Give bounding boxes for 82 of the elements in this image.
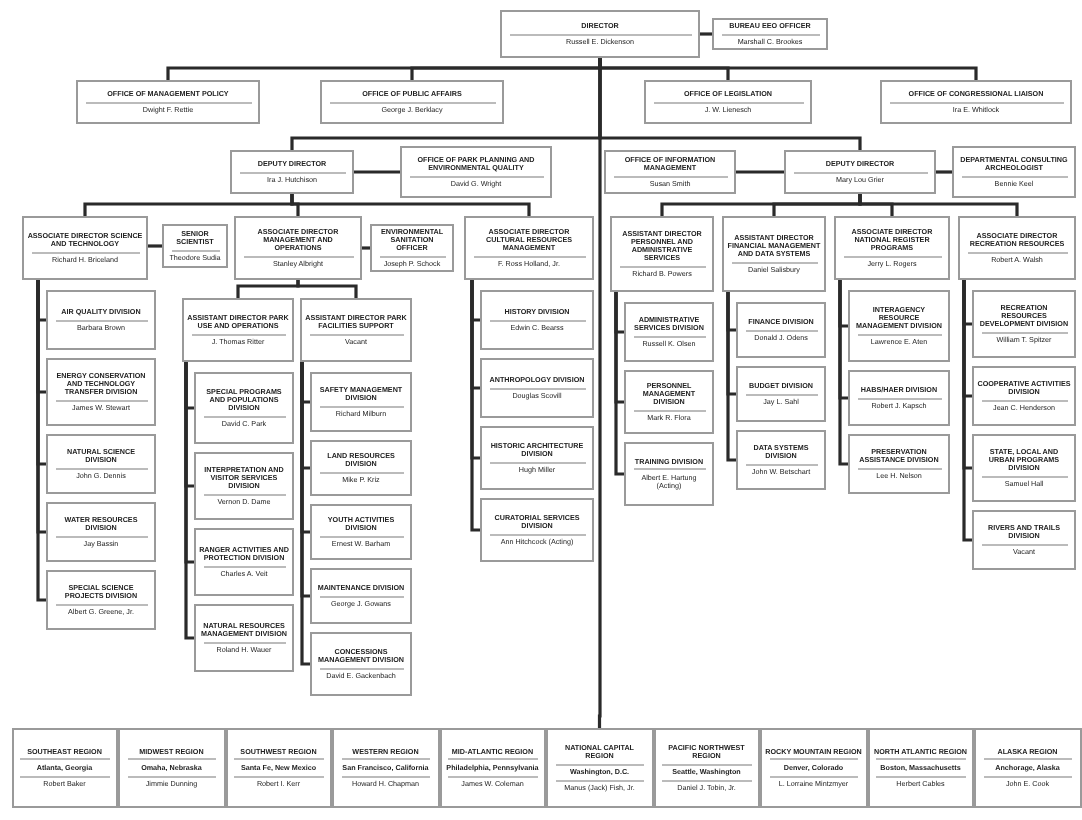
org-box: [784, 150, 936, 194]
org-box: [46, 358, 156, 426]
org-box: [736, 366, 826, 422]
connector-line: [362, 246, 370, 250]
connector-line: [700, 32, 712, 36]
org-box: [712, 18, 828, 50]
org-box: [624, 442, 714, 506]
region-cell: [546, 728, 653, 808]
connector-line: [736, 170, 784, 174]
org-box: [46, 434, 156, 494]
connector-line: [962, 280, 972, 542]
org-box: [480, 498, 594, 562]
org-box: [644, 80, 812, 124]
org-box: [624, 302, 714, 362]
region-cell: [974, 728, 1081, 808]
connector-line: [184, 362, 194, 640]
connector-line: [936, 170, 952, 174]
region-cell: [11, 728, 118, 808]
connector-line: [726, 292, 736, 462]
org-box: [624, 370, 714, 434]
org-box: [958, 216, 1076, 280]
connector-line: [838, 280, 848, 466]
org-box: [722, 216, 826, 292]
org-box: [848, 434, 950, 494]
connector-line: [858, 194, 1019, 216]
org-box: [230, 150, 354, 194]
org-box: [480, 290, 594, 350]
connector-line: [148, 244, 162, 248]
org-box: [972, 290, 1076, 358]
org-box: [194, 452, 294, 520]
region-cell: [760, 728, 867, 808]
org-box: [194, 604, 294, 672]
connector-line: [290, 194, 531, 216]
org-box: [194, 528, 294, 596]
org-box: [46, 570, 156, 630]
org-box: [76, 80, 260, 124]
org-box: [300, 298, 412, 362]
org-box: [972, 434, 1076, 502]
connector-line: [614, 292, 624, 476]
region-cell: [439, 728, 546, 808]
org-box: [604, 150, 736, 194]
org-box: [370, 224, 454, 272]
region-cell: [332, 728, 439, 808]
org-box: [194, 372, 294, 444]
org-box: [46, 290, 156, 350]
org-box: [22, 216, 148, 280]
org-box: [972, 366, 1076, 426]
org-box: [310, 372, 412, 432]
org-box: [400, 146, 552, 198]
org-box: [182, 298, 294, 362]
connector-line: [300, 362, 310, 666]
region-cell: [118, 728, 225, 808]
org-box: [848, 290, 950, 362]
org-box: [610, 216, 714, 292]
org-box: [848, 370, 950, 426]
org-box: [310, 568, 412, 624]
connector-line: [354, 170, 400, 174]
org-box: [310, 504, 412, 560]
org-box: [952, 146, 1076, 198]
connector-line: [296, 280, 358, 298]
org-box: [880, 80, 1072, 124]
org-box: [320, 80, 504, 124]
region-cell: [653, 728, 760, 808]
org-box: [310, 440, 412, 496]
org-box: [162, 224, 228, 268]
org-box: [310, 632, 412, 696]
connector-line: [236, 280, 300, 298]
org-box: [234, 216, 362, 280]
org-box: [464, 216, 594, 280]
org-box: [736, 302, 826, 358]
org-box: [834, 216, 950, 280]
org-box: [480, 426, 594, 490]
connector-line: [36, 280, 46, 602]
org-box: [972, 510, 1076, 570]
region-cell: [867, 728, 974, 808]
org-box: [46, 502, 156, 562]
connector-line: [470, 280, 480, 532]
org-box: [500, 10, 700, 58]
region-cell: [225, 728, 332, 808]
connector-line: [597, 58, 602, 728]
org-box: [736, 430, 826, 490]
org-box: [480, 358, 594, 418]
